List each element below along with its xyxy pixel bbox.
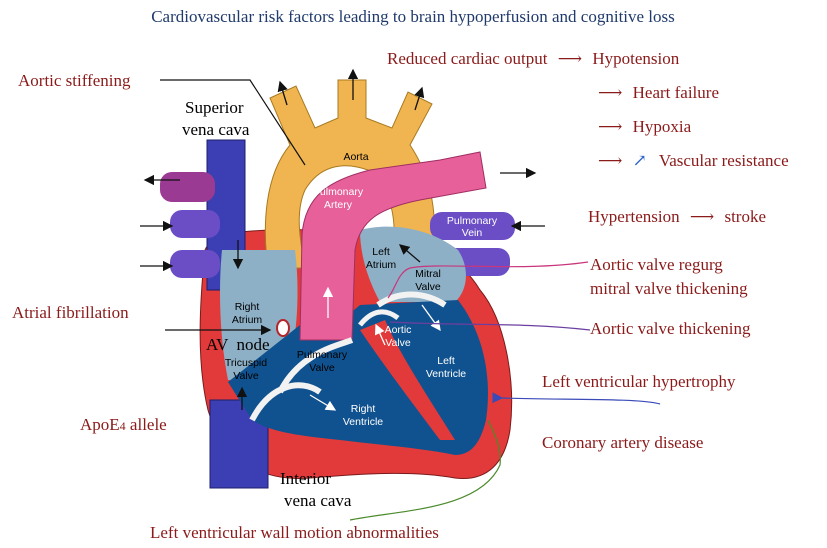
label-pulmonary-valve-2: Valve [309,362,335,374]
pulmonary-vein-left-mid [170,210,220,238]
label-tricuspid-1: Tricuspid [225,357,267,369]
label-tricuspid-2: Valve [233,370,259,382]
label-aortic-valve-2: Valve [385,337,411,349]
label-pulmonary-artery-1: Pulmonary [313,186,364,198]
label-left-atrium-1: Left [372,246,390,258]
reduced-cardiac-output-label: Reduced cardiac output ⟶ Hypotension [387,49,680,68]
atrial-fibrillation-label: Atrial fibrillation [12,303,129,322]
up-arrow-icon: ↗ [633,151,647,170]
pulmonary-vein-left-top [160,172,215,202]
aortic-valve-regurg-label: Aortic valve regurg [590,255,723,274]
apoe4-label: ApoE4 allele [80,415,167,434]
aortic-valve-thickening-label: Aortic valve thickening [590,319,751,338]
hypertension-label: Hypertension ⟶ stroke [588,207,766,226]
label-left-ventricle-2: Ventricle [426,368,466,380]
label-aorta: Aorta [343,151,368,163]
lv-wall-motion-label: Left ventricular wall motion abnormaliti… [150,523,439,542]
label-pulmonary-artery-2: Artery [324,199,353,211]
label-pulmonary-valve-1: Pulmonary [297,349,348,361]
heart-failure-label: ⟶ Heart failure [598,83,719,102]
pulmonary-vein-left-low [170,250,220,278]
aortic-stiffening-label: Aortic stiffening [18,71,131,90]
superior-vena-cava-label-2: vena cava [182,120,250,139]
lv-hypertrophy-leader [502,398,660,404]
diagram-title: Cardiovascular risk factors leading to b… [151,7,675,26]
label-right-ventricle-2: Ventricle [343,416,383,428]
vascular-resistance-label: ⟶ ↗ Vascular resistance [598,151,789,170]
label-mitral-1: Mitral [415,268,441,280]
coronary-artery-disease-label: Coronary artery disease [542,433,703,452]
label-left-atrium-2: Atrium [366,259,397,271]
label-right-atrium-2: Atrium [232,314,263,326]
hypoxia-label: ⟶ Hypoxia [598,117,692,136]
label-mitral-2: Valve [415,281,441,293]
interior-vena-cava-label-2: vena cava [284,491,352,510]
av-node [277,320,289,336]
label-pulmonary-vein-1: Pulmonary [447,215,498,227]
mitral-valve-thickening-label: mitral valve thickening [590,279,748,298]
av-node-label: AV node [206,335,270,354]
lv-hypertrophy-label: Left ventricular hypertrophy [542,372,736,391]
label-aortic-valve-1: Aortic [385,324,412,336]
superior-vena-cava-label-1: Superior [185,98,244,117]
label-left-ventricle-1: Left [437,355,455,367]
label-pulmonary-vein-2: Vein [462,227,483,239]
label-right-ventricle-1: Right [351,403,376,415]
label-right-atrium-1: Right [235,301,260,313]
interior-vena-cava-label-1: Interior [280,469,331,488]
